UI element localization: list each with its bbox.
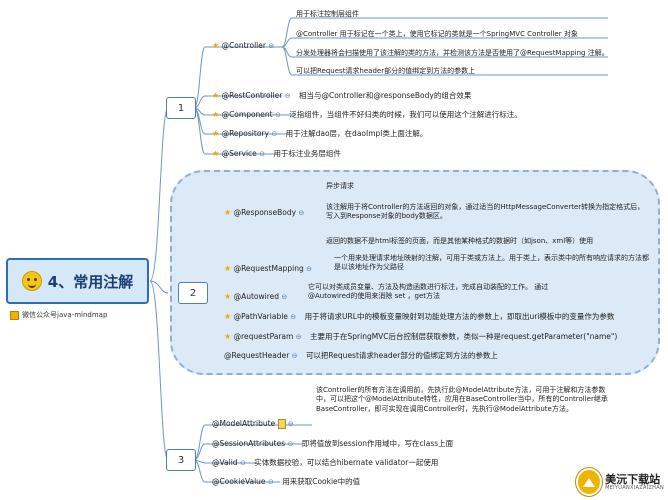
collapse-icon[interactable]: ⊖ [287,420,294,428]
star-icon: ★ [212,149,220,158]
group-2-label: 2 [189,287,197,299]
node-requestheader[interactable]: @RequestHeader ⊖ 可以把Request请求header部分的值绑… [224,350,498,361]
collapse-icon[interactable]: ⊖ [295,333,302,341]
document-icon [277,419,286,429]
node-responsebody[interactable]: ★ @ResponseBody ⊖ [224,208,304,217]
star-icon: ★ [212,110,220,119]
node-pathvariable[interactable]: ★ @PathVariable ⊖ 用于将请求URL中的模板变量映射到功能处理方… [224,311,614,322]
collapse-icon[interactable]: ⊖ [271,130,278,138]
watermark-title: 美沅下载站 [605,472,661,486]
node-autowired-label: @Autowired [233,292,279,301]
controller-detail-2: @Controller 用于标记在一个类上，使用它标记的类就是一个SpringM… [296,30,578,38]
collapse-icon[interactable]: ⊖ [267,478,274,486]
node-component[interactable]: ★ @Component ⊖ 泛指组件，当组件不好归类的时候，我们可以使用这个注… [212,109,522,120]
node-autowired[interactable]: ★ @Autowired ⊖ [224,292,287,301]
star-icon: ★ [224,264,232,273]
root-node[interactable]: 4、常用注解 [6,258,149,304]
node-requestmapping-label: @RequestMapping [233,264,304,273]
node-requestmapping[interactable]: ★ @RequestMapping ⊖ [224,264,312,273]
collapse-icon[interactable]: ⊖ [259,150,266,158]
node-pathvariable-label: @PathVariable [233,312,288,321]
star-icon: ★ [224,208,232,217]
group-3[interactable]: 3 [166,449,196,471]
collapse-icon[interactable]: ⊖ [306,265,312,273]
node-service[interactable]: ★ @Service ⊖ 用于标注业务层组件 [212,148,341,159]
collapse-icon[interactable]: ⊖ [281,293,288,301]
node-valid[interactable]: @Valid ⊖ 实体数据校验，可以结合hibernate validator一… [212,457,438,468]
requestmapping-desc: 一个用来处理请求地址映射的注解，可用于类或方法上。用于类上，表示类中的所有响应请… [334,254,649,272]
component-desc: 泛指组件，当组件不好归类的时候，我们可以使用这个注解进行标注。 [289,110,522,119]
node-requestheader-label: @RequestHeader [224,351,290,360]
modelattribute-desc: 该Controller的所有方法在调用前，先执行此@ModelAttribute… [316,386,608,413]
requestheader-desc: 可以把Request请求header部分的值绑定到方法的参数上 [305,351,498,360]
node-valid-label: @Valid [212,458,238,467]
repository-desc: 用于注解dao层，在daoImpl类上面注解。 [285,129,428,138]
responsebody-detail-3: 返回的数据不是html标签的页面，而是其他某种格式的数据时（如json、xml等… [326,237,594,245]
collapse-icon[interactable]: ⊖ [291,352,298,360]
pathvariable-desc: 用于将请求URL中的模板变量映射到功能处理方法的参数上，即取出uri模板中的变量… [304,312,615,321]
star-icon: ★ [224,332,232,341]
smiley-icon [21,271,42,291]
collapse-icon[interactable]: ⊖ [287,440,294,448]
node-restcontroller[interactable]: ★ @RestController ⊖ 相当与@Controller和@resp… [212,90,471,101]
controller-detail-1: 用于标注控制层组件 [296,10,359,18]
watermark-subtitle: MEIYUANXIAZAIZHAN [605,484,664,491]
node-repository-label: @Repository [221,129,269,138]
node-controller[interactable]: ★ @Controller ⊖ [212,41,274,50]
cookievalue-desc: 用来获取Cookie中的值 [282,477,361,486]
note-icon [10,310,19,320]
collapse-icon[interactable]: ⊖ [290,313,297,321]
star-icon: ★ [212,41,220,50]
node-responsebody-label: @ResponseBody [233,208,297,217]
node-requestparam[interactable]: ★ @requestParam ⊖ 主要用于在SpringMVC后台控制层获取参… [224,331,617,342]
root-note: 微信公众号java-mindmap [10,310,107,320]
autowired-desc: 它可以对类成员变量、方法及构造函数进行标注，完成自动装配的工作。 通过 @Aut… [308,283,549,301]
node-restcontroller-label: @RestController [221,91,283,100]
root-note-text: 微信公众号java-mindmap [22,311,108,319]
node-cookievalue-label: @CookieValue [212,477,266,486]
controller-detail-3: 分发处理器将会扫描使用了该注解的类的方法，并检测该方法是否使用了@Request… [296,49,609,57]
valid-desc: 实体数据校验，可以结合hibernate validator一起使用 [254,458,439,467]
responsebody-detail-2: 该注解用于将Controller的方法返回的对象，通过适当的HttpMessag… [326,203,645,221]
collapse-icon[interactable]: ⊖ [298,209,305,217]
group-2-cloud [170,170,660,375]
node-repository[interactable]: ★ @Repository ⊖ 用于注解dao层，在daoImpl类上面注解。 [212,128,427,139]
node-service-label: @Service [221,149,257,158]
group-3-label: 3 [177,454,185,466]
restcontroller-desc: 相当与@Controller和@responseBody的组合效果 [298,91,472,100]
sessionattributes-desc: 即将值放到session作用域中，写在class上面 [301,439,454,448]
collapse-icon[interactable]: ⊖ [268,42,275,50]
controller-detail-4: 可以把Request请求header部分的值绑定到方法的参数上 [296,67,476,75]
group-1[interactable]: 1 [166,97,196,119]
node-sessionattributes[interactable]: @SessionAttributes ⊖ 即将值放到session作用域中，写在… [212,438,453,449]
node-component-label: @Component [221,110,273,119]
node-controller-label: @Controller [221,41,266,50]
node-sessionattributes-label: @SessionAttributes [212,439,286,448]
node-requestparam-label: @requestParam [233,332,294,341]
star-icon: ★ [212,91,220,100]
node-cookievalue[interactable]: @CookieValue ⊖ 用来获取Cookie中的值 [212,476,360,487]
root-title: 4、常用注解 [47,272,134,291]
star-icon: ★ [224,312,232,321]
service-desc: 用于标注业务层组件 [273,149,341,158]
collapse-icon[interactable]: ⊖ [239,459,246,467]
requestparam-desc: 主要用于在SpringMVC后台控制层获取参数，类似一种是request.get… [310,332,618,341]
watermark-logo: 美沅下载站 MEIYUANXIAZAIZHAN [576,468,664,496]
group-2[interactable]: 2 [178,282,208,304]
star-icon: ★ [224,292,232,301]
node-modelattribute[interactable]: @ModelAttribute ⊖ [212,419,294,429]
group-1-label: 1 [177,102,185,114]
node-modelattribute-label: @ModelAttribute [212,419,276,428]
collapse-icon[interactable]: ⊖ [275,111,281,119]
responsebody-detail-1: 异步请求 [326,182,354,190]
watermark-badge-icon [576,468,603,496]
collapse-icon[interactable]: ⊖ [284,92,291,100]
star-icon: ★ [212,129,220,138]
